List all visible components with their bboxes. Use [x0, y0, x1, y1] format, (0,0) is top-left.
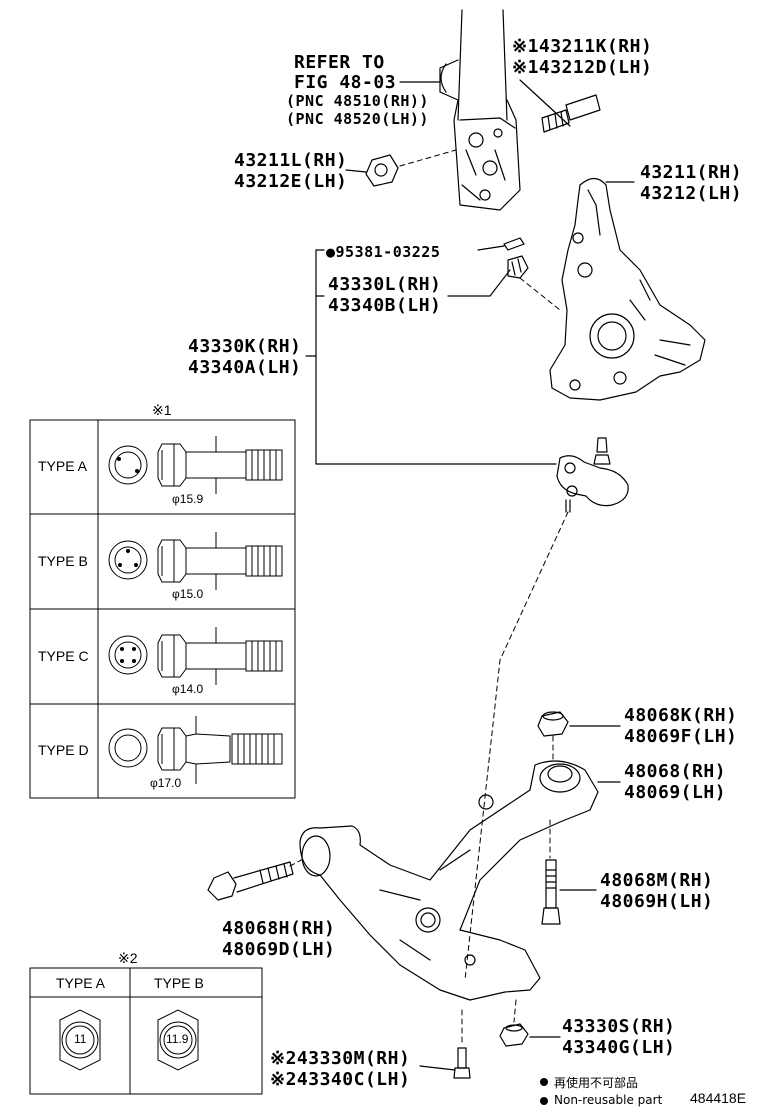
table1-dia-d: φ17.0 [150, 776, 182, 790]
table1-type-d: TYPE D [38, 742, 89, 758]
castle-nut-lh: 43340B(LH) [328, 295, 442, 316]
refer-line1: REFER TO [294, 52, 385, 73]
table2-header-b: TYPE B [154, 975, 204, 991]
table1-type-a: TYPE A [38, 458, 88, 474]
arm-nut-drawing [537, 711, 569, 737]
table2-value-b: 11.9 [166, 1032, 189, 1046]
lower-arm-drawing [299, 760, 599, 1001]
arm-bolt-rear-lh: 48069H(LH) [600, 891, 714, 912]
bj-bolt-rh: ※243330M(RH) [270, 1048, 411, 1069]
lower-arm-lh: 48069(LH) [624, 782, 727, 803]
table2-header-a: TYPE A [56, 975, 106, 991]
table2-mark: ※2 [118, 950, 138, 966]
arm-nut-lh: 48069F(LH) [624, 726, 738, 747]
figure-id: 484418E [690, 1090, 747, 1106]
strut-drawing [439, 9, 521, 211]
cotter-pin: ●95381-03225 [326, 243, 441, 261]
bj-nut-rh: 43330S(RH) [562, 1016, 676, 1037]
nut-upper-lh: 43212E(LH) [234, 171, 348, 192]
bj-nut-drawing [499, 1023, 529, 1047]
arm-bolt-rear-rh: 48068M(RH) [600, 870, 714, 891]
rear-bolt-drawing [541, 859, 561, 925]
table1-dia-b: φ15.0 [172, 587, 204, 601]
table2-grid [29, 967, 263, 1095]
ball-joint-lh: 43340A(LH) [188, 357, 302, 378]
bolt-upper-lh: ※143212D(LH) [512, 57, 653, 78]
table1-bolts [59, 436, 283, 1071]
table2-value-a: 11 [74, 1032, 87, 1046]
legend-bullet-en [540, 1097, 548, 1105]
knuckle-rh: 43211(RH) [640, 162, 743, 183]
refer-line3: (PNC 48510(RH)) [286, 92, 429, 110]
table1-type-c: TYPE C [38, 648, 89, 664]
knuckle-drawing [549, 177, 706, 401]
legend-english: Non-reusable part [554, 1093, 663, 1107]
nut-upper-rh: 43211L(RH) [234, 150, 348, 171]
ball-joint-drawing [556, 437, 629, 513]
bolt-upper-rh: ※143211K(RH) [512, 36, 653, 57]
table1-mark: ※1 [152, 402, 172, 418]
arm-bolt-front-lh: 48069D(LH) [222, 939, 336, 960]
front-bolt-drawing [207, 861, 294, 901]
bj-bolt-drawing [453, 1047, 471, 1079]
ball-joint-rh: 43330K(RH) [188, 336, 302, 357]
refer-line2: FIG 48-03 [294, 72, 397, 93]
bj-nut-lh: 43340G(LH) [562, 1037, 676, 1058]
table1-type-b: TYPE B [38, 553, 88, 569]
arm-nut-rh: 48068K(RH) [624, 705, 738, 726]
cotter-nut-drawing [503, 237, 529, 279]
table1-dia-c: φ14.0 [172, 682, 204, 696]
legend-bullet-jp [540, 1078, 548, 1086]
upper-bolt-drawing [541, 94, 601, 133]
table1-dia-a: φ15.9 [172, 492, 204, 506]
refer-line4: (PNC 48520(LH)) [286, 110, 429, 128]
arm-bolt-front-rh: 48068H(RH) [222, 918, 336, 939]
knuckle-lh: 43212(LH) [640, 183, 743, 204]
bj-bolt-lh: ※243340C(LH) [270, 1069, 411, 1090]
lower-arm-rh: 48068(RH) [624, 761, 727, 782]
legend-japanese: 再使用不可部品 [554, 1076, 639, 1090]
castle-nut-rh: 43330L(RH) [328, 274, 442, 295]
upper-nut-drawing [365, 154, 399, 187]
table1-grid [29, 419, 296, 799]
